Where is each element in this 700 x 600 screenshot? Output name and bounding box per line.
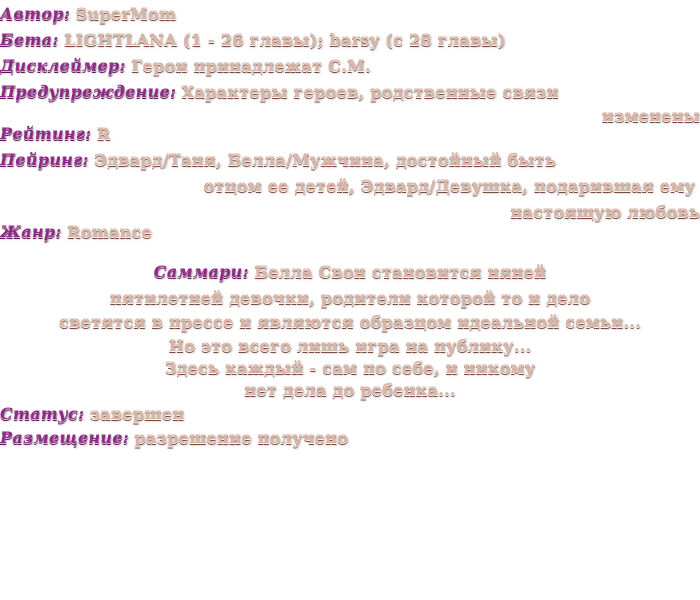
summary-line-5: Здесь каждый - сам по себе, и никому: [164, 358, 536, 377]
pairing-value-line1: Эдвард/Таня, Белла/Мужчина, достойный бы…: [94, 150, 556, 169]
warning-continuation-row: изменены: [0, 106, 700, 126]
disclaimer-row: Дисклеймер: Герои принадлежат С.М.: [0, 56, 700, 76]
summary-line-1: Белла Свон становится няней: [254, 262, 547, 281]
status-value: завершен: [89, 404, 185, 423]
pairing-row: Пейринг: Эдвард/Таня, Белла/Мужчина, дос…: [0, 150, 700, 170]
summary-line-4: Но это всего лишь игра на публику...: [168, 336, 532, 355]
author-row: Автор: SuperMom: [0, 4, 700, 24]
pairing-label: Пейринг:: [0, 150, 89, 169]
disclaimer-label: Дисклеймер:: [0, 56, 126, 75]
summary-row-5: Здесь каждый - сам по себе, и никому: [0, 358, 700, 378]
pairing-continuation-row-1: отцом ее детей, Эдвард/Девушка, подаривш…: [0, 176, 695, 196]
pairing-value-line2: отцом ее детей, Эдвард/Девушка, подаривш…: [203, 176, 695, 195]
placement-value: разрешение получено: [134, 428, 349, 447]
genre-value: Romance: [67, 222, 152, 241]
pairing-value-line3: настоящую любовь: [510, 202, 700, 221]
summary-row-6: нет дела до ребенка...: [0, 380, 700, 400]
warning-label: Предупреждение:: [0, 82, 177, 101]
warning-value-line1: Характеры героев, родственные связи: [181, 82, 559, 101]
pairing-continuation-row-2: настоящую любовь: [0, 202, 700, 222]
summary-row-4: Но это всего лишь игра на публику...: [0, 336, 700, 356]
rating-label: Рейтинг:: [0, 124, 92, 143]
disclaimer-value: Герои принадлежат С.М.: [131, 56, 371, 75]
status-row: Статус: завершен: [0, 404, 700, 424]
placement-label: Размещение:: [0, 428, 130, 447]
genre-row: Жанр: Romance: [0, 222, 700, 242]
author-label: Автор:: [0, 4, 71, 23]
summary-line-2: пятилетней девочки, родители которой то …: [109, 288, 591, 307]
beta-value: LIGHTLANA (1 - 26 главы); barsy (с 28 гл…: [63, 30, 506, 49]
rating-row: Рейтинг: R: [0, 124, 700, 144]
beta-label: Бета:: [0, 30, 59, 49]
status-label: Статус:: [0, 404, 85, 423]
warning-value-line2: изменены: [601, 106, 700, 125]
beta-row: Бета: LIGHTLANA (1 - 26 главы); barsy (с…: [0, 30, 700, 50]
genre-label: Жанр:: [0, 222, 62, 241]
summary-label: Саммари:: [153, 262, 249, 281]
summary-row-2: пятилетней девочки, родители которой то …: [0, 288, 700, 308]
summary-row-3: светятся в прессе и являются образцом ид…: [0, 312, 700, 332]
author-value: SuperMom: [75, 4, 177, 23]
summary-row: Саммари: Белла Свон становится няней: [0, 262, 700, 282]
summary-line-6: нет дела до ребенка...: [244, 380, 456, 399]
summary-line-3: светятся в прессе и являются образцом ид…: [59, 312, 641, 331]
rating-value: R: [96, 124, 111, 143]
placement-row: Размещение: разрешение получено: [0, 428, 700, 448]
warning-row: Предупреждение: Характеры героев, родств…: [0, 82, 700, 102]
